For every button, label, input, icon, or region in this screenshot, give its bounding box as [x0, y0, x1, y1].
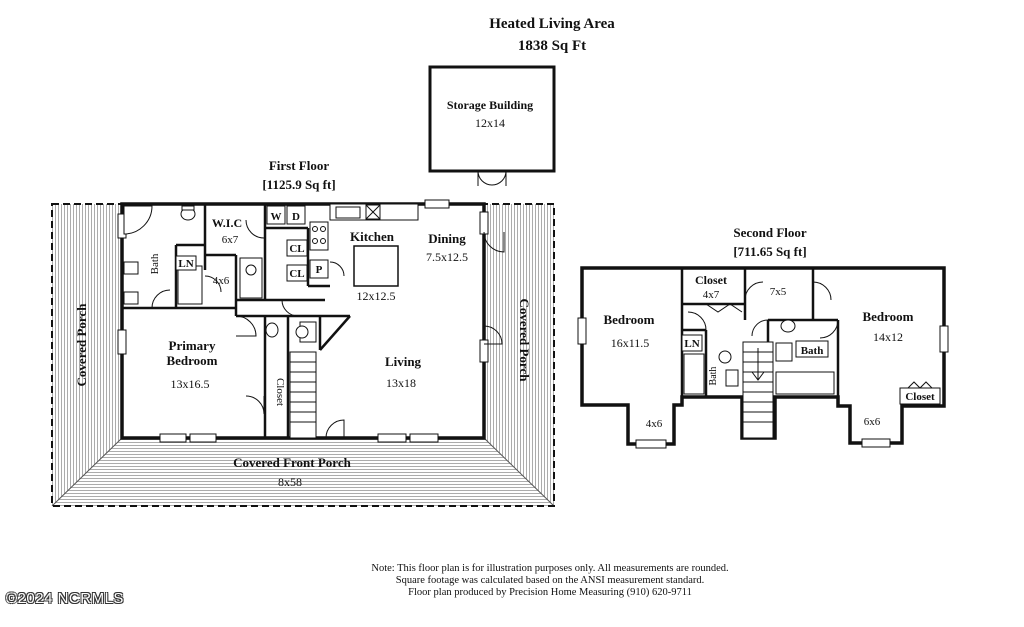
note-line-1: Note: This floor plan is for illustratio…	[371, 563, 729, 574]
plan-title: Heated Living Area	[489, 16, 615, 32]
front-porch-label: Covered Front Porch	[233, 455, 351, 470]
right-closet-label: Closet	[905, 391, 935, 403]
dining-dims: 7.5x12.5	[426, 250, 468, 264]
storage-label: Storage Building	[447, 98, 533, 112]
first-floor-sqft: [1125.9 Sq ft]	[262, 177, 335, 192]
storage-dims: 12x14	[475, 116, 505, 130]
wic-dims: 6x7	[222, 234, 239, 246]
dryer-label: D	[292, 211, 300, 223]
storage-building: Storage Building 12x14	[428, 65, 556, 186]
kitchen-label: Kitchen	[350, 229, 395, 244]
closet-1-label: CL	[289, 243, 304, 255]
living-dims: 13x18	[386, 376, 416, 390]
upper-closet-dims: 4x7	[703, 289, 720, 301]
right-porch-label: Covered Porch	[517, 299, 532, 383]
disclaimer-note: Note: This floor plan is for illustratio…	[300, 563, 800, 599]
upper-bath-label: Bath	[801, 345, 824, 357]
closet-2-label: CL	[289, 268, 304, 280]
primary-bedroom-label-2: Bedroom	[166, 353, 217, 368]
right-bedroom-dims: 14x12	[873, 330, 903, 344]
hall-dims: 4x6	[213, 275, 230, 287]
washer-label: W	[271, 211, 282, 223]
primary-bedroom-dims: 13x16.5	[171, 377, 210, 391]
copyright-watermark: ©2024 NCRMLS	[6, 590, 124, 607]
right-nook-dims: 6x6	[864, 416, 881, 428]
upper-ln-label: LN	[684, 338, 699, 350]
front-porch-dims: 8x58	[278, 475, 302, 489]
left-porch-label: Covered Porch	[74, 303, 89, 387]
first-floor-title: First Floor	[269, 158, 330, 173]
porch-outline	[51, 203, 555, 507]
note-line-3: Floor plan produced by Precision Home Me…	[408, 587, 692, 598]
pantry-label: P	[316, 264, 323, 276]
upper-closet-label: Closet	[695, 273, 727, 287]
note-line-2: Square footage was calculated based on t…	[395, 575, 705, 586]
primary-bedroom-label-1: Primary	[169, 338, 216, 353]
front-porch-area	[52, 438, 554, 506]
kitchen-dims: 12x12.5	[357, 289, 396, 303]
left-bedroom-label: Bedroom	[603, 312, 654, 327]
first-ln-label: LN	[178, 258, 193, 270]
left-bedroom-dims: 16x11.5	[611, 336, 650, 350]
total-sqft: 1838 Sq Ft	[518, 38, 586, 54]
first-bath-label: Bath	[149, 253, 161, 274]
wic-label: W.I.C	[212, 216, 242, 230]
living-label: Living	[385, 354, 422, 369]
upper-bath-small-label: Bath	[708, 367, 719, 386]
primary-closet-label: Closet	[274, 378, 286, 406]
left-nook-dims: 4x6	[646, 418, 663, 430]
upper-hall-dims: 7x5	[770, 286, 787, 298]
dining-label: Dining	[428, 231, 466, 246]
right-bedroom-label: Bedroom	[862, 309, 913, 324]
first-floor-plan: Covered Porch Covered Porch W.I.C 6x7 W …	[51, 199, 555, 507]
second-floor-plan: Closet 4x7 7x5 Bedroom 16x11.5 LN Bath B…	[577, 266, 949, 449]
second-floor-sqft: [711.65 Sq ft]	[733, 244, 806, 259]
second-floor-title: Second Floor	[733, 225, 807, 240]
